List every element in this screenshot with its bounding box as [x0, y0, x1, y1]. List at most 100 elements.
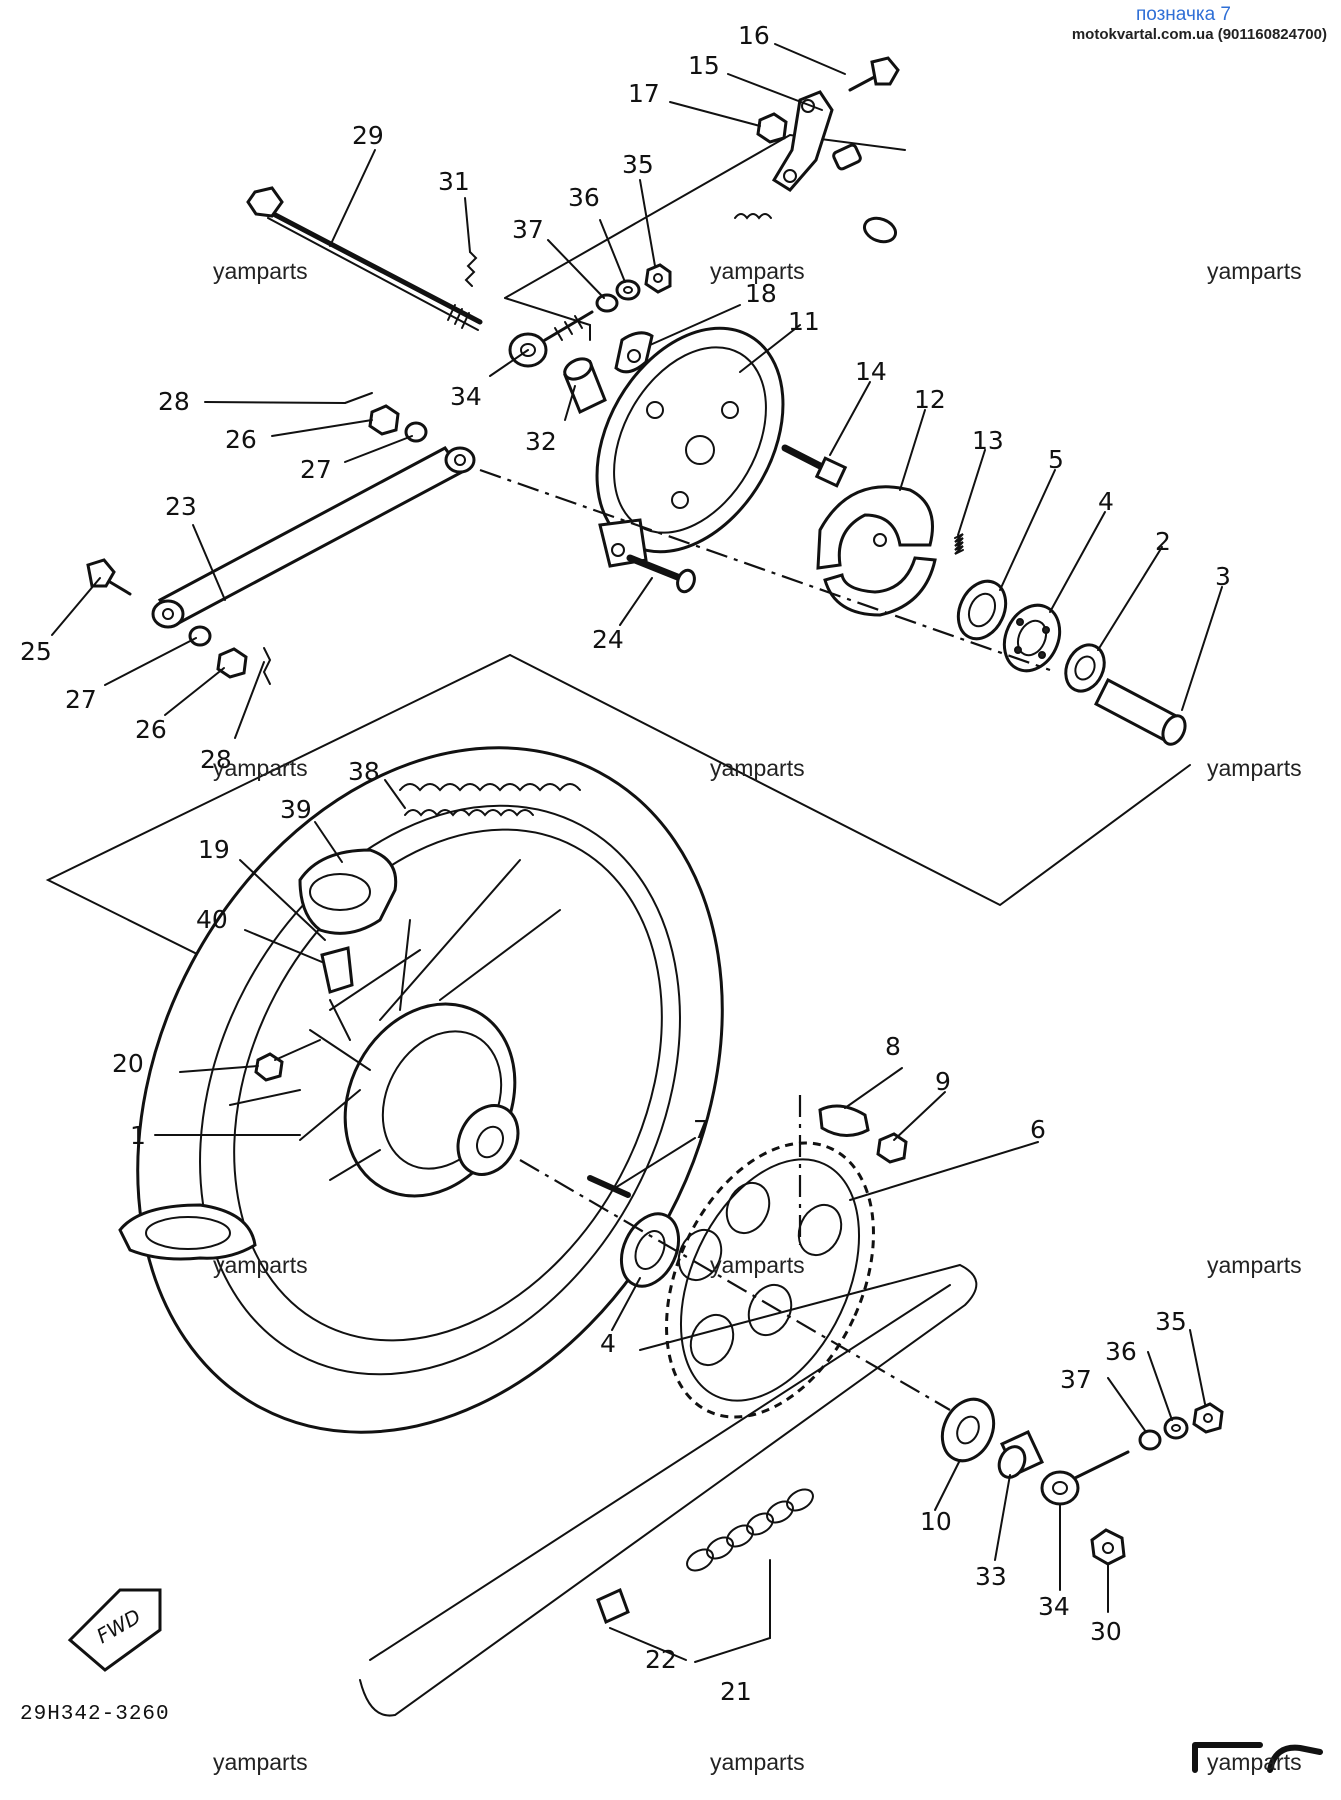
watermark: yamparts [213, 755, 308, 781]
nut-17 [756, 112, 788, 144]
label-29: 29 [352, 121, 384, 150]
nut-30 [1090, 1528, 1126, 1566]
leader-lines [51, 43, 1223, 1663]
label-27-top: 27 [300, 455, 332, 484]
drive-chain-21 [359, 1263, 978, 1717]
chain-adjuster-34-bottom [1040, 1450, 1130, 1506]
header-subtitle: motokvartal.com.ua (901160824700) [1071, 25, 1327, 43]
lock-washer-8 [818, 1104, 870, 1137]
driven-sprocket-6 [665, 1141, 875, 1419]
wheel-frame-outline-right [509, 654, 1191, 907]
part-number-labels: 1 2 3 4 4 5 6 7 8 9 10 11 12 13 14 15 16… [20, 21, 1231, 1706]
watermark: yamparts [710, 1749, 805, 1775]
label-20: 20 [112, 1049, 144, 1078]
label-22: 22 [645, 1645, 677, 1674]
spacer-3 [1094, 677, 1187, 746]
oil-seal-2 [1064, 643, 1106, 693]
label-2: 2 [1155, 527, 1171, 556]
washer-36-top [615, 279, 641, 301]
washer-37-top [595, 293, 619, 313]
bearing-4-top [1002, 603, 1062, 673]
label-39: 39 [280, 795, 312, 824]
watermark: yamparts [1207, 258, 1302, 284]
washer-27-bottom [188, 625, 212, 647]
watermark: yamparts [1207, 1252, 1302, 1278]
label-3: 3 [1215, 562, 1231, 591]
header-title: позначка 7 [1135, 4, 1231, 25]
label-4-top: 4 [1098, 487, 1114, 516]
upper-group-outline [504, 133, 906, 299]
label-4-bottom: 4 [600, 1329, 616, 1358]
label-17: 17 [628, 79, 660, 108]
nut-35-bottom [1192, 1402, 1224, 1434]
chain-joint-22 [596, 1587, 630, 1625]
label-5: 5 [1048, 445, 1064, 474]
label-14: 14 [855, 357, 887, 386]
bearing-4-bottom [619, 1212, 681, 1288]
label-40: 40 [196, 905, 228, 934]
axle-centerline-upper [479, 468, 1051, 672]
label-21: 21 [720, 1677, 752, 1706]
washer-37-bottom [1138, 1429, 1162, 1451]
nut-26-top [368, 404, 400, 436]
label-31: 31 [438, 167, 470, 196]
label-15: 15 [688, 51, 720, 80]
label-10: 10 [920, 1507, 952, 1536]
label-37-top: 37 [512, 215, 544, 244]
collar-32 [563, 357, 607, 415]
label-6: 6 [1030, 1115, 1046, 1144]
watermark: yamparts [213, 1749, 308, 1775]
label-9: 9 [935, 1067, 951, 1096]
nut-9 [876, 1132, 908, 1164]
bolt-25 [86, 558, 132, 596]
label-35-top: 35 [622, 150, 654, 179]
label-28-top: 28 [158, 387, 190, 416]
bearing-5 [956, 579, 1008, 641]
label-19: 19 [198, 835, 230, 864]
label-7: 7 [693, 1115, 709, 1144]
label-28-bottom: 28 [200, 745, 232, 774]
cotter-pin-31 [464, 251, 478, 287]
label-27-bottom: 27 [65, 685, 97, 714]
label-23: 23 [165, 492, 197, 521]
spacer-33 [997, 1430, 1044, 1479]
brake-shoe-12 [816, 485, 937, 617]
stud-bolt-7 [587, 1175, 631, 1198]
label-1: 1 [130, 1121, 146, 1150]
watermark: yamparts [710, 755, 805, 781]
label-16: 16 [738, 21, 770, 50]
label-36-top: 36 [568, 183, 600, 212]
rear-axle [246, 186, 483, 331]
valve-40 [320, 946, 354, 994]
watermark: yamparts [1207, 1749, 1302, 1775]
label-36-bottom: 36 [1105, 1337, 1137, 1366]
label-26-top: 26 [225, 425, 257, 454]
diagram-code: 29H342-3260 [20, 1703, 170, 1726]
label-13: 13 [972, 426, 1004, 455]
bolt-16 [848, 56, 900, 92]
corner-mark [1192, 1742, 1323, 1773]
watermark: yamparts [213, 1252, 308, 1278]
label-25: 25 [20, 637, 52, 666]
label-30: 30 [1090, 1617, 1122, 1646]
spring-13 [954, 533, 964, 555]
bracket-outline [504, 297, 591, 341]
tension-bar-23 [151, 446, 476, 629]
nut-35-top [644, 263, 672, 294]
label-8: 8 [885, 1032, 901, 1061]
watermark: yamparts [710, 1252, 805, 1278]
collar-10 [940, 1397, 996, 1463]
label-32: 32 [525, 427, 557, 456]
brake-cam-lever-15 [734, 90, 897, 244]
label-12: 12 [914, 385, 946, 414]
header: позначка 7 motokvartal.com.ua (901160824… [1072, 4, 1327, 43]
label-18: 18 [745, 279, 777, 308]
bolt-24 [626, 554, 696, 594]
cotter-pin-28-bottom [262, 647, 272, 685]
watermark: yamparts [213, 258, 308, 284]
nut-26-bottom [216, 647, 248, 679]
rear-wheel [118, 746, 724, 1434]
watermark: yamparts [1207, 755, 1302, 781]
cotter-pin-28-top [344, 392, 373, 404]
